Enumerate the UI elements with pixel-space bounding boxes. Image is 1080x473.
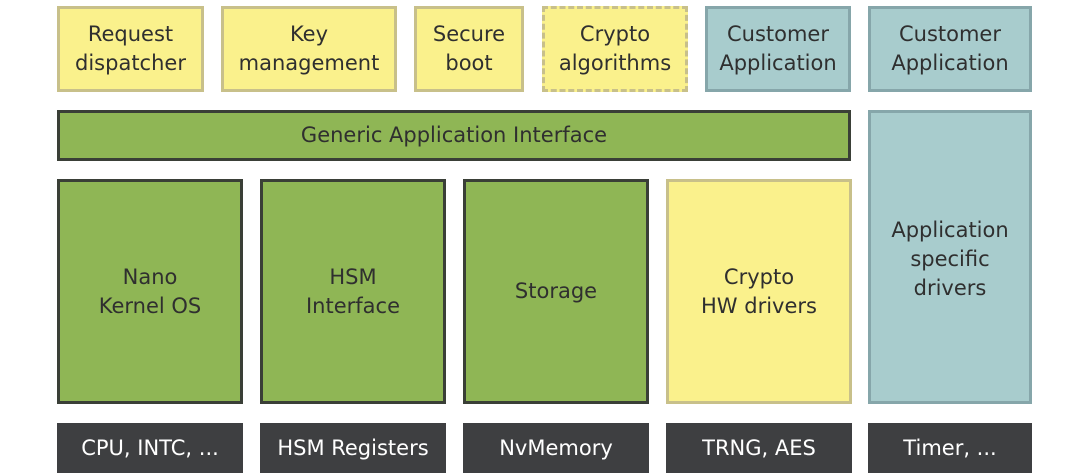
box-label-line: HSM — [329, 264, 377, 289]
hardware-timer-box: Timer, ... — [868, 423, 1032, 473]
box-label-line: specific — [910, 247, 990, 271]
hardware-trng-aes-box: TRNG, AES — [666, 423, 852, 473]
box-label-line: Storage — [514, 279, 598, 303]
hardware-nvmemory-box: NvMemory — [463, 423, 649, 473]
request-dispatcher-box: Request dispatcher — [57, 6, 204, 92]
box-label-line: Application — [891, 218, 1009, 242]
hardware-label: Timer, ... — [903, 436, 997, 460]
box-label-line: Nano — [122, 264, 178, 289]
storage-box: Storage — [463, 179, 649, 404]
box-label-line: Application — [891, 51, 1009, 75]
nano-kernel-os-box: Nano Kernel OS — [57, 179, 243, 404]
box-label-line: dispatcher — [75, 51, 186, 75]
customer-application-box-1: Customer Application — [705, 6, 851, 92]
hardware-hsm-registers-box: HSM Registers — [260, 423, 446, 473]
box-label-line: Key — [289, 22, 329, 46]
hardware-cpu-intc-box: CPU, INTC, ... — [57, 423, 243, 473]
hardware-label: CPU, INTC, ... — [81, 436, 219, 460]
interface-label: Generic Application Interface — [300, 123, 608, 147]
crypto-algorithms-box: Crypto algorithms — [542, 6, 688, 92]
box-label-line: Kernel OS — [98, 293, 202, 318]
hardware-label: HSM Registers — [277, 436, 429, 460]
hsm-interface-box: HSM Interface — [260, 179, 446, 404]
generic-application-interface-bar: Generic Application Interface — [57, 110, 851, 161]
customer-application-box-2: Customer Application — [868, 6, 1032, 92]
box-label-line: Customer — [898, 22, 1001, 46]
application-specific-drivers-box: Application specific drivers — [868, 110, 1032, 404]
key-management-box: Key management — [221, 6, 397, 92]
box-label-line: HW drivers — [701, 293, 817, 318]
box-label-line: Application — [719, 51, 837, 75]
box-label-line: drivers — [913, 276, 987, 300]
box-label-line: Crypto — [579, 22, 651, 46]
box-label-line: Crypto — [723, 264, 795, 289]
box-label-line: Interface — [305, 293, 401, 318]
box-label-line: management — [238, 51, 380, 75]
hardware-label: TRNG, AES — [702, 436, 816, 460]
box-label-line: Secure — [432, 22, 506, 46]
crypto-hw-drivers-box: Crypto HW drivers — [666, 179, 852, 404]
hardware-label: NvMemory — [499, 436, 613, 460]
box-label-line: algorithms — [558, 51, 672, 75]
box-label-line: Customer — [726, 22, 829, 46]
box-label-line: boot — [445, 51, 493, 75]
box-label-line: Request — [87, 22, 174, 46]
secure-boot-box: Secure boot — [414, 6, 524, 92]
